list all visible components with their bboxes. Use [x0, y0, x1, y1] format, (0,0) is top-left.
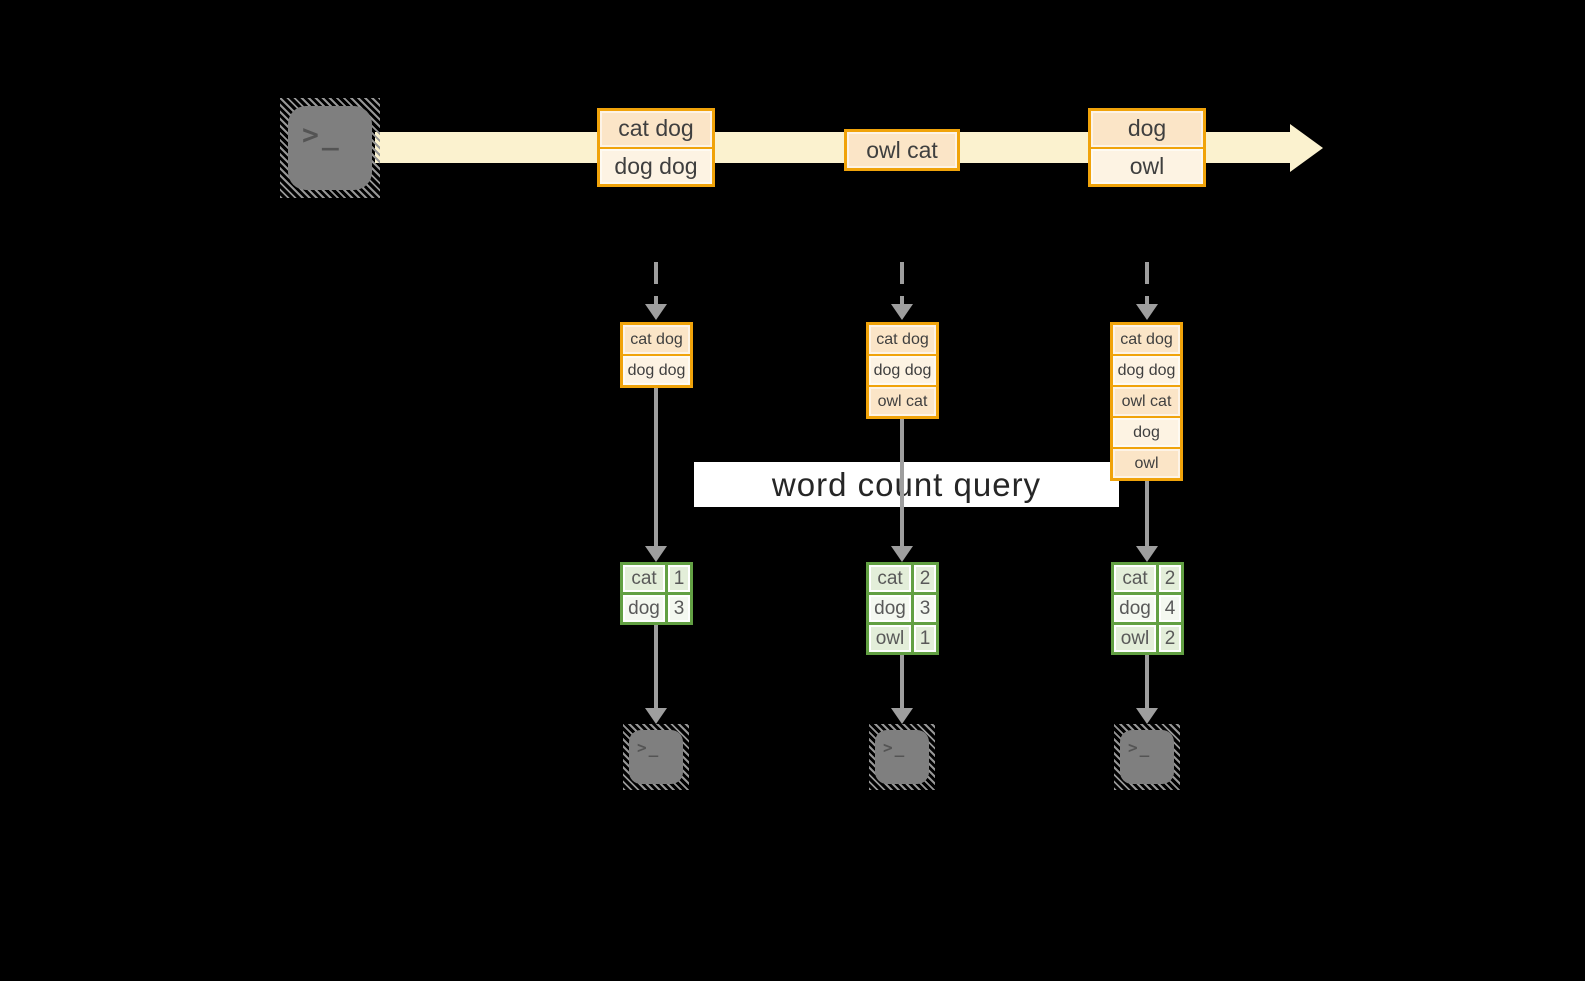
state-stack-3: cat dog dog dog owl cat dog owl — [1110, 322, 1183, 481]
result-count: 2 — [1159, 625, 1181, 652]
dashed-arrowhead-2-icon — [891, 304, 913, 320]
stream-batch-2: owl cat — [844, 129, 960, 171]
dashed-arrowhead-1-icon — [645, 304, 667, 320]
state-stack-1: cat dog dog dog — [620, 322, 693, 388]
stream-record: owl — [1091, 146, 1203, 184]
stream-record: owl cat — [847, 132, 957, 168]
arrowhead-sink-3-icon — [1136, 708, 1158, 724]
query-label-band: word count query — [694, 462, 1119, 507]
result-word: dog — [869, 595, 911, 622]
state-record: dog — [1113, 416, 1180, 447]
arrow-result-to-sink-1 — [654, 625, 658, 710]
state-record: cat dog — [623, 325, 690, 354]
terminal-prompt-icon: >_ — [302, 118, 342, 151]
arrowhead-result-3-icon — [1136, 546, 1158, 562]
result-table-2: cat 2 dog 3 owl 1 — [866, 562, 939, 655]
terminal-screen: >_ — [1120, 730, 1174, 784]
state-record: owl cat — [869, 385, 936, 416]
terminal-screen: >_ — [875, 730, 929, 784]
arrow-state-to-result-3 — [1145, 481, 1149, 546]
terminal-screen: >_ — [629, 730, 683, 784]
result-count: 3 — [668, 595, 690, 622]
arrow-state-to-result-2 — [900, 419, 904, 546]
state-record: dog dog — [623, 354, 690, 385]
arrowhead-result-1-icon — [645, 546, 667, 562]
result-word: dog — [1114, 595, 1156, 622]
result-count: 1 — [914, 625, 936, 652]
dashed-arrow-2 — [900, 262, 904, 306]
stream-record: dog — [1091, 111, 1203, 147]
stream-arrowhead-icon — [1290, 124, 1323, 172]
state-record: owl — [1113, 447, 1180, 478]
dashed-arrowhead-3-icon — [1136, 304, 1158, 320]
arrow-result-to-sink-2 — [900, 655, 904, 710]
sink-terminal-icon-1: >_ — [623, 724, 689, 790]
terminal-prompt-icon: >_ — [637, 738, 661, 757]
result-word: cat — [623, 565, 665, 592]
arrowhead-sink-1-icon — [645, 708, 667, 724]
arrowhead-result-2-icon — [891, 546, 913, 562]
terminal-prompt-icon: >_ — [1128, 738, 1152, 757]
result-word: owl — [1114, 625, 1156, 652]
result-table-1: cat 1 dog 3 — [620, 562, 693, 625]
query-label: word count query — [771, 465, 1042, 503]
state-record: owl cat — [1113, 385, 1180, 416]
result-word: cat — [1114, 565, 1156, 592]
result-count: 3 — [914, 595, 936, 622]
stream-record: cat dog — [600, 111, 712, 147]
state-record: dog dog — [869, 354, 936, 385]
result-word: owl — [869, 625, 911, 652]
arrow-result-to-sink-3 — [1145, 655, 1149, 710]
state-stack-2: cat dog dog dog owl cat — [866, 322, 939, 419]
terminal-prompt-icon: >_ — [883, 738, 907, 757]
result-table-3: cat 2 dog 4 owl 2 — [1111, 562, 1184, 655]
dashed-arrow-1 — [654, 262, 658, 306]
result-count: 1 — [668, 565, 690, 592]
stream-batch-3: dog owl — [1088, 108, 1206, 187]
terminal-screen: >_ — [288, 106, 372, 190]
result-count: 2 — [914, 565, 936, 592]
stream-record: dog dog — [600, 146, 712, 184]
stream-batch-1: cat dog dog dog — [597, 108, 715, 187]
result-count: 4 — [1159, 595, 1181, 622]
arrow-state-to-result-1 — [654, 388, 658, 546]
result-count: 2 — [1159, 565, 1181, 592]
result-word: cat — [869, 565, 911, 592]
result-word: dog — [623, 595, 665, 622]
state-record: dog dog — [1113, 354, 1180, 385]
sink-terminal-icon-3: >_ — [1114, 724, 1180, 790]
sink-terminal-icon-2: >_ — [869, 724, 935, 790]
state-record: cat dog — [1113, 325, 1180, 354]
dashed-arrow-3 — [1145, 262, 1149, 306]
arrowhead-sink-2-icon — [891, 708, 913, 724]
source-terminal-icon: >_ — [280, 98, 380, 198]
state-record: cat dog — [869, 325, 936, 354]
